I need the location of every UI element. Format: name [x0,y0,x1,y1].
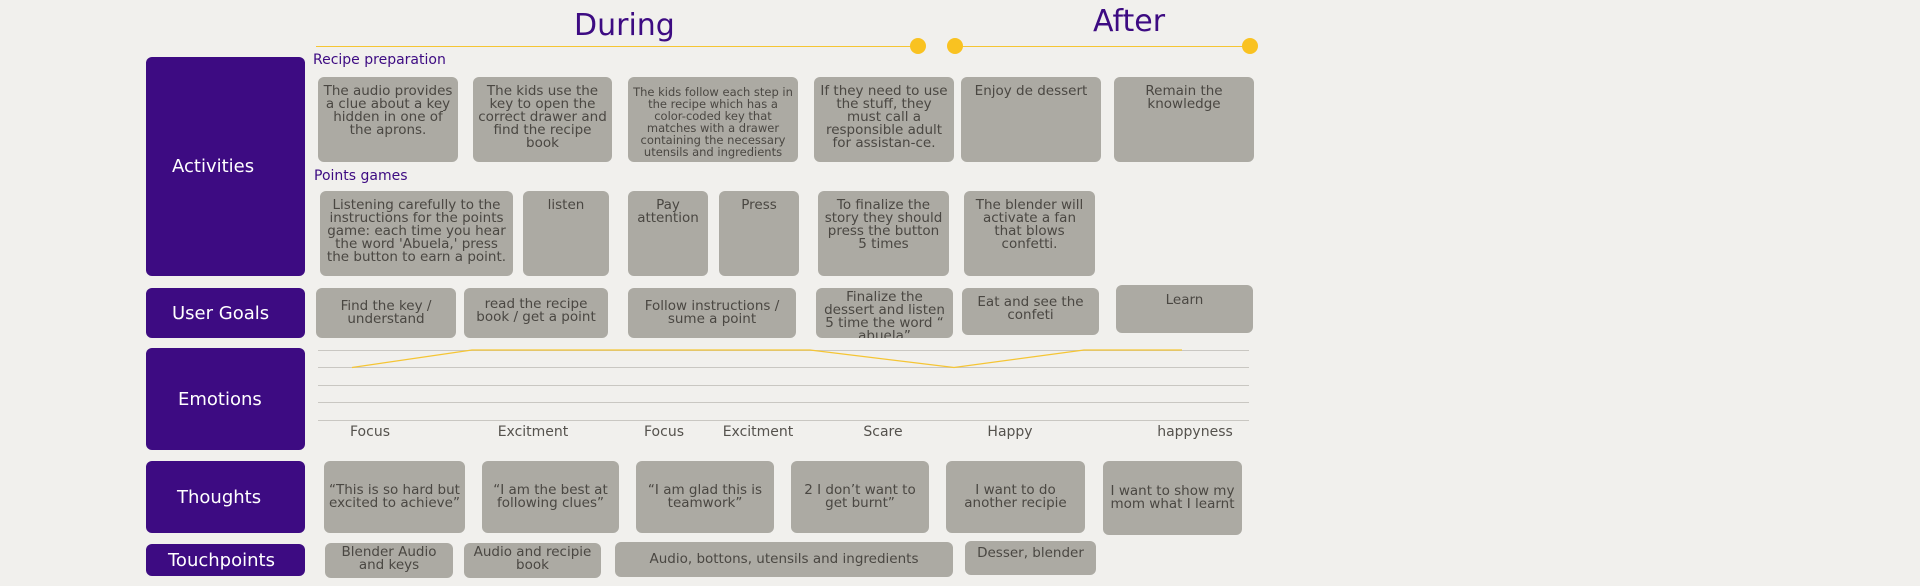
emotion-label: Focus [644,424,684,440]
emotion-gridline [318,367,1249,368]
user-goal-card: Eat and see the confeti [962,288,1099,335]
points-card: Pay attention [628,191,708,276]
user-goal-card: Learn [1116,285,1253,333]
emotion-gridline [318,385,1249,386]
thought-card: “I am glad this is teamwork” [636,461,774,533]
emotion-label: Focus [350,424,390,440]
user-goal-card: read the recipe book / get a point [464,288,608,338]
touchpoint-card: Blender Audio and keys [325,543,453,578]
touchpoint-card: Audio, bottons, utensils and ingredients [615,542,953,577]
thought-card: “This is so hard but excited to achieve” [324,461,465,533]
points-card: To finalize the story they should press … [818,191,949,276]
thought-card: I want to do another recipie [946,461,1085,533]
row-label-activities: Activities [146,57,305,276]
activity-card: The kids follow each step in the recipe … [628,77,798,162]
activity-card: Enjoy de dessert [961,77,1101,162]
points-card: listen [523,191,609,276]
thought-card: I want to show my mom what I learnt [1103,461,1242,535]
phase-line-during [316,46,918,47]
emotion-gridline [318,420,1249,421]
section-label-recipe: Recipe preparation [313,52,446,68]
row-label-touchpoints: Touchpoints [146,544,305,576]
points-card: Press [719,191,799,276]
activity-card: Remain the knowledge [1114,77,1254,162]
emotion-label: Scare [863,424,903,440]
emotion-label: Excitment [722,424,794,440]
emotion-label: Happy [987,424,1033,440]
activity-card: The audio provides a clue about a key hi… [318,77,458,162]
touchpoint-card: Desser, blender [965,541,1096,575]
user-goal-card: Find the key / understand [316,288,456,338]
phase-title-after: After [1093,4,1166,39]
points-card: The blender will activate a fan that blo… [964,191,1095,276]
activity-card: The kids use the key to open the correct… [473,77,612,162]
phase-dot-after-start [947,38,963,54]
emotion-gridline [318,402,1249,403]
phase-line-after [955,46,1250,47]
emotion-label: Excitment [497,424,569,440]
phase-dot-during-end [910,38,926,54]
user-goal-card: Follow instructions / sume a point [628,288,796,338]
section-label-points: Points games [314,168,408,184]
row-label-user-goals: User Goals [146,288,305,338]
touchpoint-card: Audio and recipie book [464,543,601,578]
thought-card: “I am the best at following clues” [482,461,619,533]
activity-card: If they need to use the stuff, they must… [814,77,954,162]
emotion-label: happyness [1157,424,1233,440]
thought-card: 2 I don’t want to get burnt” [791,461,929,533]
user-goal-card: Finalize the dessert and listen 5 time t… [816,288,953,338]
phase-title-during: During [574,8,675,43]
row-label-emotions: Emotions [146,348,305,450]
points-card: Listening carefully to the instructions … [320,191,513,276]
row-label-thoughts: Thoughts [146,461,305,533]
emotion-line [351,349,1182,369]
phase-dot-after-end [1242,38,1258,54]
